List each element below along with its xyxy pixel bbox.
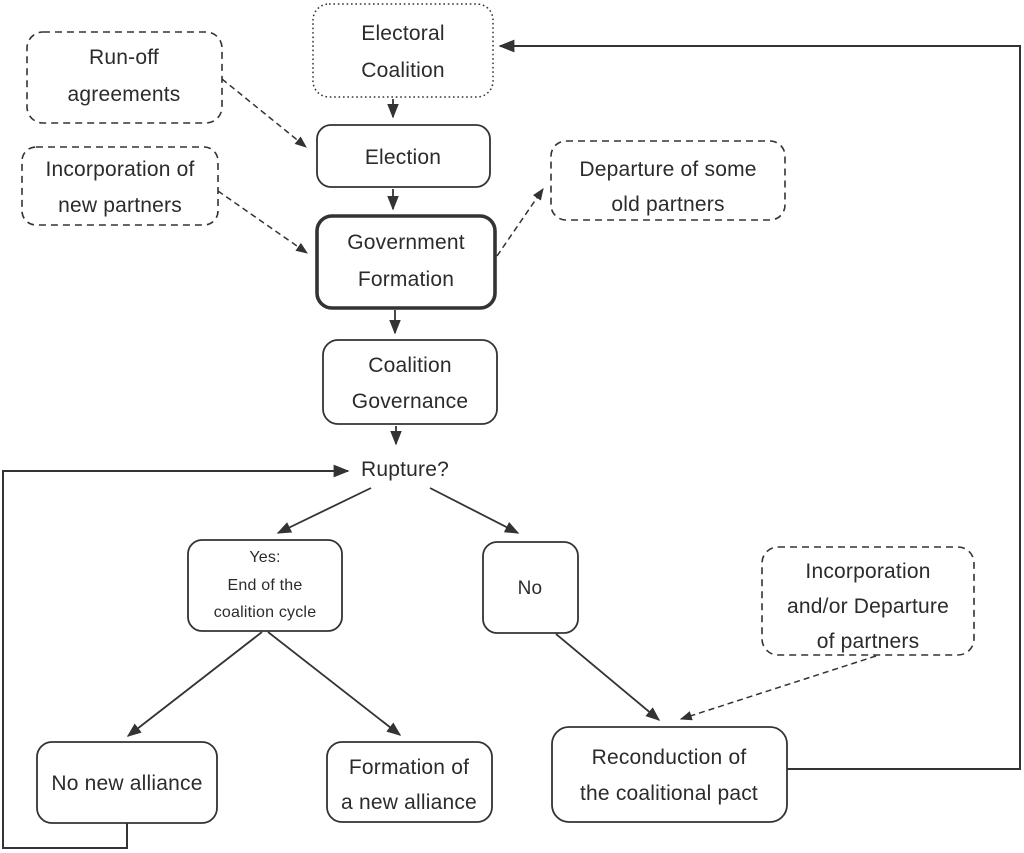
node-incorporation-departure-partners-label-line-2: and/or Departure (787, 595, 949, 618)
solid-edges (2, 39, 1021, 849)
edge-incorporation-new-to-government-formation (217, 190, 308, 254)
node-reconduction-pact-label-line-1: Reconduction of (592, 746, 747, 769)
edge-government-formation-to-departure-old (496, 188, 544, 257)
node-incorporation-new-partners: Incorporation of new partners (21, 146, 219, 226)
node-runoff-agreements-label-line-2: agreements (68, 83, 181, 106)
edge-yes-to-no-new-alliance (126, 631, 263, 737)
node-incorporation-departure-partners: Incorporation and/or Departure of partne… (761, 546, 975, 656)
edge-no-new-alliance-loop-to-rupture (2, 464, 350, 849)
node-departure-old-partners-label-line-2: old partners (611, 193, 724, 216)
node-no-label: No (518, 578, 543, 599)
edge-incorporation-departure-to-reconduction (679, 655, 877, 721)
node-electoral-coalition-box (312, 3, 494, 98)
node-no: No (482, 541, 579, 634)
node-government-formation-label-line-1: Government (347, 231, 465, 254)
node-yes-end-cycle: Yes: End of the coalition cycle (187, 539, 343, 632)
node-runoff-agreements-label-line-1: Run-off (89, 46, 159, 69)
node-incorporation-departure-partners-label-line-1: Incorporation (805, 560, 930, 583)
node-coalition-governance-label-line-1: Coalition (368, 354, 452, 377)
node-rupture: Rupture? (361, 458, 449, 481)
node-incorporation-new-partners-label-line-1: Incorporation of (45, 158, 194, 181)
node-rupture-label: Rupture? (361, 458, 449, 481)
node-electoral-coalition: Electoral Coalition (312, 3, 494, 98)
node-government-formation-box (315, 214, 497, 310)
node-yes-end-cycle-label-line-3: coalition cycle (214, 604, 317, 621)
node-reconduction-pact-box (551, 726, 788, 823)
node-election-label: Election (365, 146, 441, 169)
node-no-new-alliance: No new alliance (36, 741, 218, 824)
node-formation-new-alliance-label-line-2: a new alliance (341, 791, 477, 814)
node-runoff-agreements-box (26, 31, 223, 124)
node-formation-new-alliance: Formation of a new alliance (326, 741, 493, 823)
node-electoral-coalition-label-line-2: Coalition (361, 59, 445, 82)
node-government-formation: Government Formation (315, 214, 497, 310)
node-incorporation-new-partners-label-line-2: new partners (58, 194, 182, 217)
edge-yes-to-formation-new-alliance (267, 631, 402, 736)
node-reconduction-pact: Reconduction of the coalitional pact (551, 726, 788, 823)
edge-runoff-to-election (221, 78, 307, 148)
nodes: Electoral Coalition Run-off agreements E… (21, 3, 975, 824)
node-yes-end-cycle-box (187, 539, 343, 632)
node-coalition-governance: Coalition Governance (322, 339, 498, 425)
node-incorporation-departure-partners-label-line-3: of partners (817, 630, 920, 653)
node-departure-old-partners: Departure of some old partners (550, 140, 786, 221)
node-no-new-alliance-label: No new alliance (51, 772, 202, 795)
edge-rupture-to-yes (276, 487, 372, 534)
node-coalition-governance-label-line-2: Governance (352, 390, 468, 413)
edge-rupture-to-no (429, 487, 520, 534)
edge-reconduction-loop-to-electoral-coalition (498, 39, 1021, 770)
node-election-box (316, 124, 491, 188)
node-reconduction-pact-label-line-2: the coalitional pact (580, 782, 758, 805)
node-yes-end-cycle-label-line-1: Yes: (249, 549, 280, 566)
node-formation-new-alliance-box (326, 741, 493, 823)
node-government-formation-label-line-2: Formation (358, 268, 454, 291)
node-runoff-agreements: Run-off agreements (26, 31, 223, 124)
edge-no-to-reconduction (555, 633, 661, 721)
node-yes-end-cycle-label-line-2: End of the (228, 577, 303, 594)
node-election: Election (316, 124, 491, 188)
node-incorporation-new-partners-box (21, 146, 219, 226)
node-no-new-alliance-box (36, 741, 218, 824)
node-incorporation-departure-partners-box (761, 546, 975, 656)
node-coalition-governance-box (322, 339, 498, 425)
node-formation-new-alliance-label-line-1: Formation of (349, 756, 469, 779)
node-electoral-coalition-label-line-1: Electoral (361, 22, 445, 45)
node-departure-old-partners-box (550, 140, 786, 221)
dashed-edges (217, 78, 877, 721)
node-departure-old-partners-label-line-1: Departure of some (579, 158, 756, 181)
node-no-box (482, 541, 579, 634)
